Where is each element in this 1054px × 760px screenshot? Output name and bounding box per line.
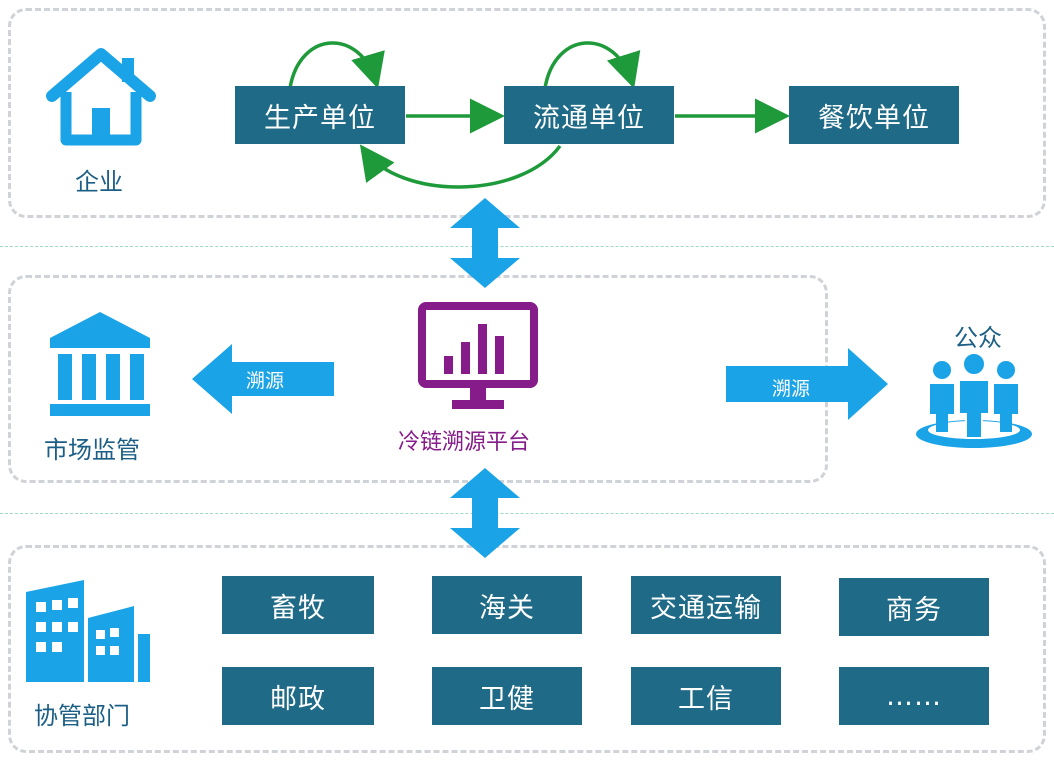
trace-arrow-right bbox=[726, 348, 888, 420]
circulation-unit-box: 流通单位 bbox=[504, 86, 674, 144]
dept-box: 工信 bbox=[631, 667, 781, 725]
house-icon bbox=[44, 44, 158, 146]
separator-line bbox=[0, 513, 1054, 514]
enterprise-panel bbox=[8, 8, 1046, 218]
dept-box: …… bbox=[839, 667, 989, 725]
dept-box: 商务 bbox=[839, 578, 989, 636]
trace-left-label: 溯源 bbox=[246, 370, 285, 392]
enterprise-label: 企业 bbox=[75, 168, 123, 196]
monitor-chart-icon bbox=[418, 302, 538, 414]
production-unit-box: 生产单位 bbox=[235, 86, 405, 144]
separator-line bbox=[0, 246, 1054, 247]
people-group-icon bbox=[912, 350, 1036, 452]
dept-box: 交通运输 bbox=[631, 576, 781, 634]
double-arrow-bottom bbox=[448, 468, 522, 558]
office-buildings-icon bbox=[24, 578, 152, 684]
departments-label: 协管部门 bbox=[34, 702, 130, 730]
dept-box: 畜牧 bbox=[222, 576, 374, 634]
regulator-label: 市场监管 bbox=[44, 436, 140, 464]
double-arrow-top bbox=[448, 198, 522, 288]
flow-arrows bbox=[288, 41, 790, 189]
catering-unit-box: 餐饮单位 bbox=[789, 86, 959, 144]
trace-arrow-left bbox=[192, 344, 336, 414]
public-label: 公众 bbox=[954, 324, 1002, 352]
government-building-icon bbox=[44, 308, 156, 420]
departments-panel bbox=[8, 545, 1046, 753]
dept-box: 邮政 bbox=[222, 667, 374, 725]
dept-box: 卫健 bbox=[432, 667, 582, 725]
dept-box: 海关 bbox=[432, 576, 582, 634]
trace-right-label: 溯源 bbox=[772, 378, 811, 400]
platform-label: 冷链溯源平台 bbox=[398, 430, 531, 455]
